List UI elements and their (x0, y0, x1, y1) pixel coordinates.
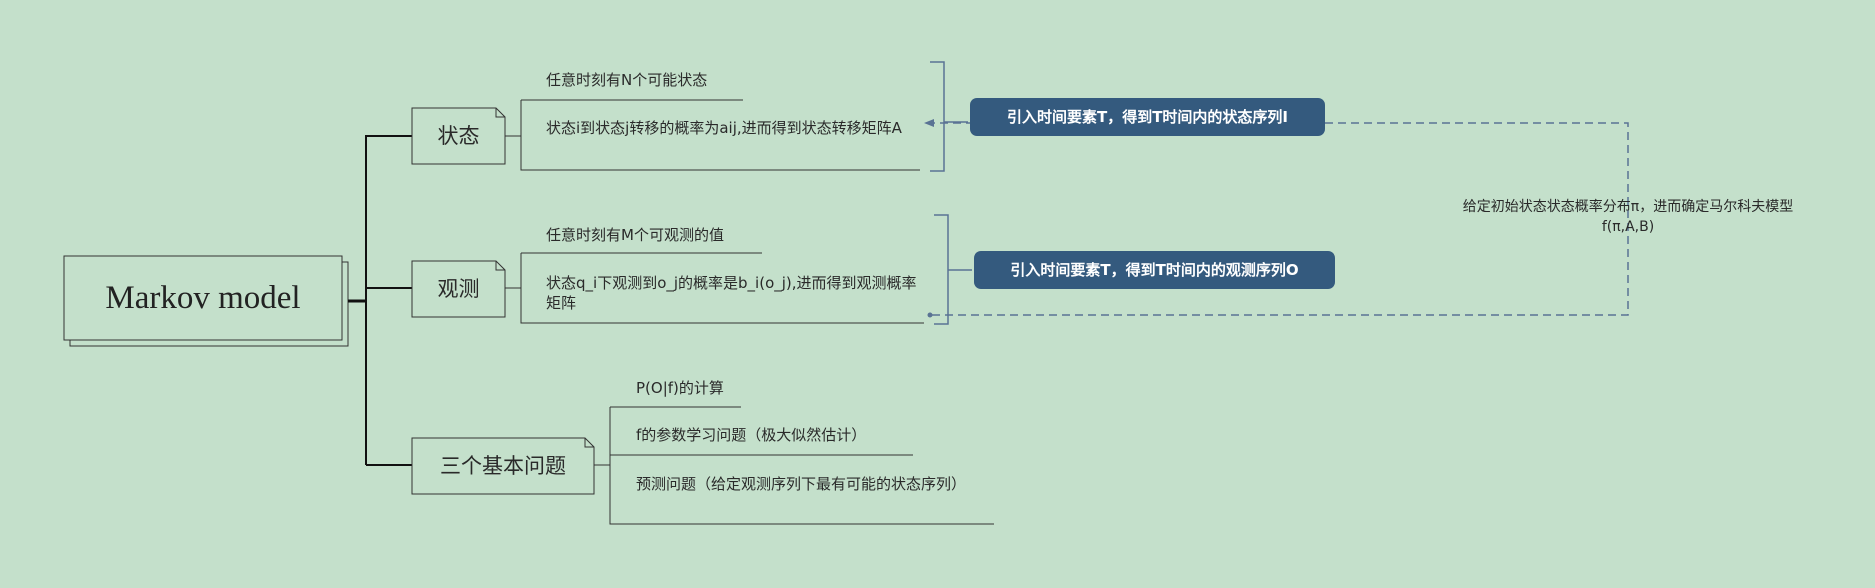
leaf-problems-1: P(O|f)的计算 (636, 379, 724, 397)
branch-label-zhuangtai: 状态 (437, 124, 480, 148)
leaf-zhuangtai-1: 任意时刻有N个可能状态 (546, 71, 708, 89)
relation-arrow-head (924, 119, 934, 127)
bracket-guance (934, 214, 949, 325)
root-node-label: Markov model (105, 280, 301, 316)
summary-pill-guance[interactable]: 引入时间要素T，得到T时间内的观测序列O (974, 251, 1335, 289)
branch-box-problems[interactable] (411, 437, 595, 495)
leaf-guance-2: 状态q_i下观测到o_j的概率是b_i(o_j),进而得到观测概率矩阵 (546, 274, 917, 312)
branch-box-zhuangtai[interactable] (411, 107, 506, 165)
branch2-leaf-lines (520, 252, 924, 324)
root-node-box[interactable] (63, 255, 343, 341)
bracket-zhuangtai (930, 61, 945, 172)
branch3-leaf-lines (609, 406, 994, 525)
trunk-line (365, 135, 412, 465)
relation-note: 给定初始状态状态概率分布π，进而确定马尔科夫模型f(π,A,B) (1462, 199, 1794, 235)
summary-pill-zhuangtai[interactable]: 引入时间要素T，得到T时间内的状态序列I (970, 98, 1325, 136)
leaf-problems-3: 预测问题（给定观测序列下最有可能的状态序列） (636, 475, 967, 493)
relation-start-dot (927, 312, 933, 318)
leaf-zhuangtai-2: 状态i到状态j转移的概率为aij,进而得到状态转移矩阵A (546, 119, 902, 137)
branch1-leaf-lines (520, 99, 920, 171)
branch-label-guance: 观测 (437, 277, 480, 301)
branch-label-problems: 三个基本问题 (440, 454, 566, 478)
leaf-guance-1: 任意时刻有M个可观测的值 (546, 226, 724, 244)
leaf-problems-2: f的参数学习问题（极大似然估计） (636, 426, 867, 444)
branch-box-guance[interactable] (411, 260, 506, 318)
